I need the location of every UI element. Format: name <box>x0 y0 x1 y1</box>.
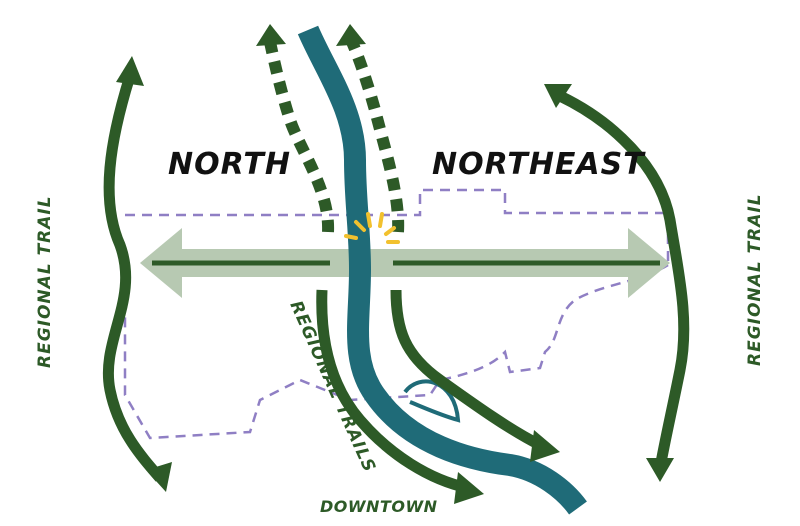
crossing-highlight-spark <box>344 212 400 244</box>
south-trail-left <box>316 289 470 494</box>
south-trail-right <box>390 289 543 450</box>
label-northeast: NORTHEAST <box>432 147 646 182</box>
north-trail-arrowhead-right <box>336 24 366 46</box>
label-regional-trail-left: REGIONAL TRAIL <box>35 195 55 368</box>
east-west-corridor-arrow <box>140 228 670 298</box>
label-regional-trail-right: REGIONAL TRAIL <box>745 193 765 366</box>
south-trail-right-arrowhead <box>530 430 560 462</box>
north-trail-arrowhead-left <box>256 24 286 46</box>
regional-trail-right-arrowhead-bottom <box>646 458 674 482</box>
river <box>297 25 587 515</box>
label-north: NORTH <box>168 147 291 182</box>
regional-trail-left-arrowhead-bottom <box>146 462 172 492</box>
north-trail-dashed-left <box>264 40 335 233</box>
river-island-loop <box>403 379 461 423</box>
south-trail-left-arrowhead <box>454 472 484 504</box>
regional-trail-right <box>557 91 690 469</box>
label-downtown: DOWNTOWN <box>320 497 438 516</box>
regional-trail-left <box>103 74 165 482</box>
regional-trail-left-arrowhead-top <box>116 56 144 86</box>
north-trail-dashed-right <box>346 39 405 233</box>
regional-trail-right-arrowhead-top <box>544 84 572 108</box>
